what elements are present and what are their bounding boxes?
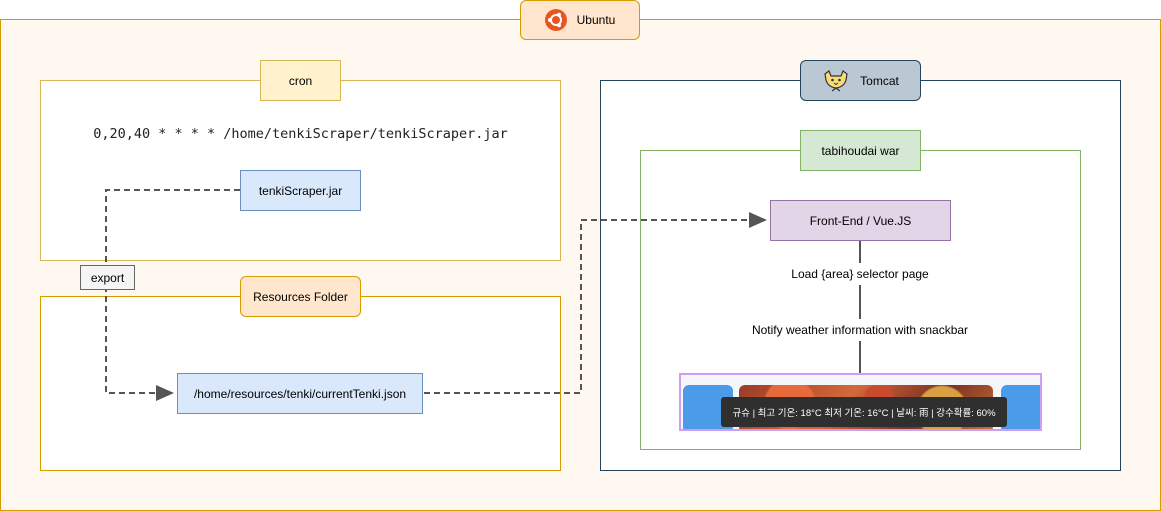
cron-schedule: 0,20,40 * * * * /home/tenkiScraper/tenki…	[93, 126, 508, 142]
ubuntu-title: Ubuntu	[576, 13, 616, 27]
current-tenki-json-box[interactable]: /home/resources/tenki/currentTenki.json	[177, 373, 423, 414]
frontend-box[interactable]: Front-End / Vue.JS	[770, 200, 951, 241]
resources-title: Resources Folder	[253, 289, 348, 304]
step-load-area-selector: Load {area} selector page	[791, 267, 929, 281]
cron-title: cron	[288, 73, 313, 88]
war-label[interactable]: tabihoudai war	[800, 130, 921, 171]
export-text: export	[90, 270, 125, 285]
cron-label[interactable]: cron	[260, 60, 341, 101]
weather-snackbar: 규슈 | 최고 기온: 18°C 최저 기온: 16°C | 날씨: 雨 | 강…	[721, 397, 1007, 427]
tenki-scraper-jar-label: tenkiScraper.jar	[258, 183, 343, 198]
frontend-label: Front-End / Vue.JS	[809, 213, 912, 228]
tomcat-title: Tomcat	[860, 73, 899, 88]
connector-step2-screenshot	[859, 341, 861, 373]
tomcat-cat-icon	[822, 69, 850, 92]
ubuntu-logo-icon	[544, 9, 567, 31]
tenki-scraper-jar-box[interactable]: tenkiScraper.jar	[240, 170, 361, 211]
ubuntu-label[interactable]: Ubuntu	[520, 0, 640, 40]
snackbar-screenshot: 규슈 | 최고 기온: 18°C 최저 기온: 16°C | 날씨: 雨 | 강…	[679, 373, 1042, 431]
export-label[interactable]: export	[80, 265, 135, 290]
step-notify-weather: Notify weather information with snackbar	[751, 323, 969, 337]
war-title: tabihoudai war	[821, 143, 900, 158]
resources-label[interactable]: Resources Folder	[240, 276, 361, 317]
current-tenki-json-label: /home/resources/tenki/currentTenki.json	[193, 386, 407, 401]
connector-step1-step2	[859, 285, 861, 319]
json-to-frontend-connector	[424, 212, 767, 394]
connector-frontend-step1	[859, 241, 861, 263]
jar-to-json-connector	[105, 189, 240, 401]
screenshot-right-tile	[1001, 385, 1040, 429]
tomcat-label[interactable]: Tomcat	[800, 60, 921, 101]
